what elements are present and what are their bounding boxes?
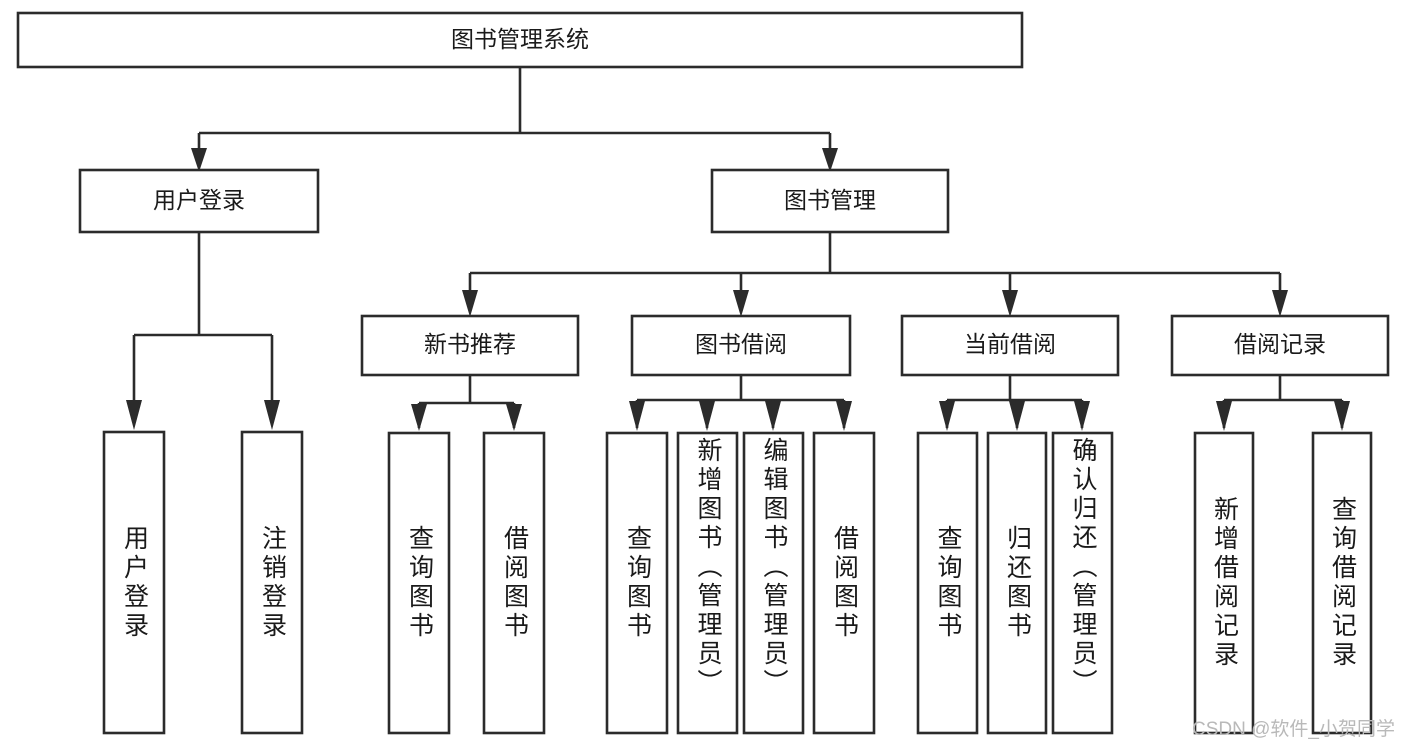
node-borrow-record-box[interactable] <box>1170 314 1390 377</box>
node-book-management-box[interactable] <box>710 168 950 234</box>
node-borrow-record-label: 借阅记录 <box>1234 331 1326 357</box>
node-new-book-recommend-label: 新书推荐 <box>424 331 516 357</box>
arrow-icon-newbook-leaf2 <box>506 404 522 431</box>
leaf-box-query-borrow-record[interactable] <box>1311 431 1373 735</box>
node-root[interactable]: 图书管理系统 <box>16 11 1024 69</box>
arrow-icon-record-leaf1 <box>1216 401 1232 431</box>
arrow-icon-to-newbook <box>462 290 478 317</box>
arrow-icon-login-leaf1 <box>126 400 142 430</box>
arrow-icon-to-bookmgmt <box>822 148 838 172</box>
node-user-login[interactable]: 用户登录 <box>78 168 320 234</box>
leaf-box-add-book-admin[interactable] <box>676 431 739 735</box>
arrow-icon-newbook-leaf1 <box>411 404 427 431</box>
node-user-login-label: 用户登录 <box>153 187 245 213</box>
node-borrow-record[interactable]: 借阅记录 <box>1170 314 1390 377</box>
arrow-icon-borrow-leaf1 <box>629 401 645 431</box>
arrow-icon-to-borrow <box>733 290 749 317</box>
leaf-box-add-borrow-record[interactable] <box>1193 431 1255 735</box>
leaf-box-return-book[interactable] <box>986 431 1048 735</box>
leaf-box-logout[interactable] <box>240 430 304 735</box>
arrow-icon-current-leaf2 <box>1009 401 1025 431</box>
arrow-icon-record-leaf2 <box>1334 401 1350 431</box>
node-book-borrow-label: 图书借阅 <box>695 331 787 357</box>
arrow-icon-current-leaf3 <box>1074 401 1090 431</box>
node-root-box[interactable] <box>16 11 1024 69</box>
node-root-label: 图书管理系统 <box>451 26 589 52</box>
leaf-box-user-login[interactable] <box>102 430 166 735</box>
node-new-book-recommend[interactable]: 新书推荐 <box>360 314 580 377</box>
arrow-icon-to-login <box>191 148 207 172</box>
leaf-box-confirm-return-admin[interactable] <box>1051 431 1114 735</box>
arrow-icon-current-leaf1 <box>939 401 955 431</box>
node-user-login-box[interactable] <box>78 168 320 234</box>
node-book-borrow[interactable]: 图书借阅 <box>630 314 852 377</box>
arrow-icon-borrow-leaf3 <box>765 401 781 431</box>
arrowhead-group <box>126 148 1350 431</box>
leaf-box-borrow-book-1[interactable] <box>482 431 546 735</box>
arrow-icon-to-current <box>1002 290 1018 317</box>
leaf-box-query-book-1[interactable] <box>387 431 451 735</box>
leaf-box-query-book-3[interactable] <box>916 431 979 735</box>
node-current-borrow[interactable]: 当前借阅 <box>900 314 1120 377</box>
node-current-borrow-label: 当前借阅 <box>964 331 1056 357</box>
arrow-icon-borrow-leaf2 <box>699 401 715 431</box>
node-book-borrow-box[interactable] <box>630 314 852 377</box>
watermark-text: CSDN @软件_小贺同学 <box>1192 719 1395 740</box>
leaf-box-query-book-2[interactable] <box>605 431 669 735</box>
node-book-management-label: 图书管理 <box>784 187 876 213</box>
leaf-box-borrow-book-2[interactable] <box>812 431 876 735</box>
node-book-management[interactable]: 图书管理 <box>710 168 950 234</box>
leaf-box-group <box>102 430 1373 735</box>
arrow-icon-to-record <box>1272 290 1288 317</box>
node-current-borrow-box[interactable] <box>900 314 1120 377</box>
arrow-icon-login-leaf2 <box>264 400 280 430</box>
arrow-icon-borrow-leaf4 <box>836 401 852 431</box>
node-new-book-recommend-box[interactable] <box>360 314 580 377</box>
leaf-box-edit-book-admin[interactable] <box>742 431 805 735</box>
